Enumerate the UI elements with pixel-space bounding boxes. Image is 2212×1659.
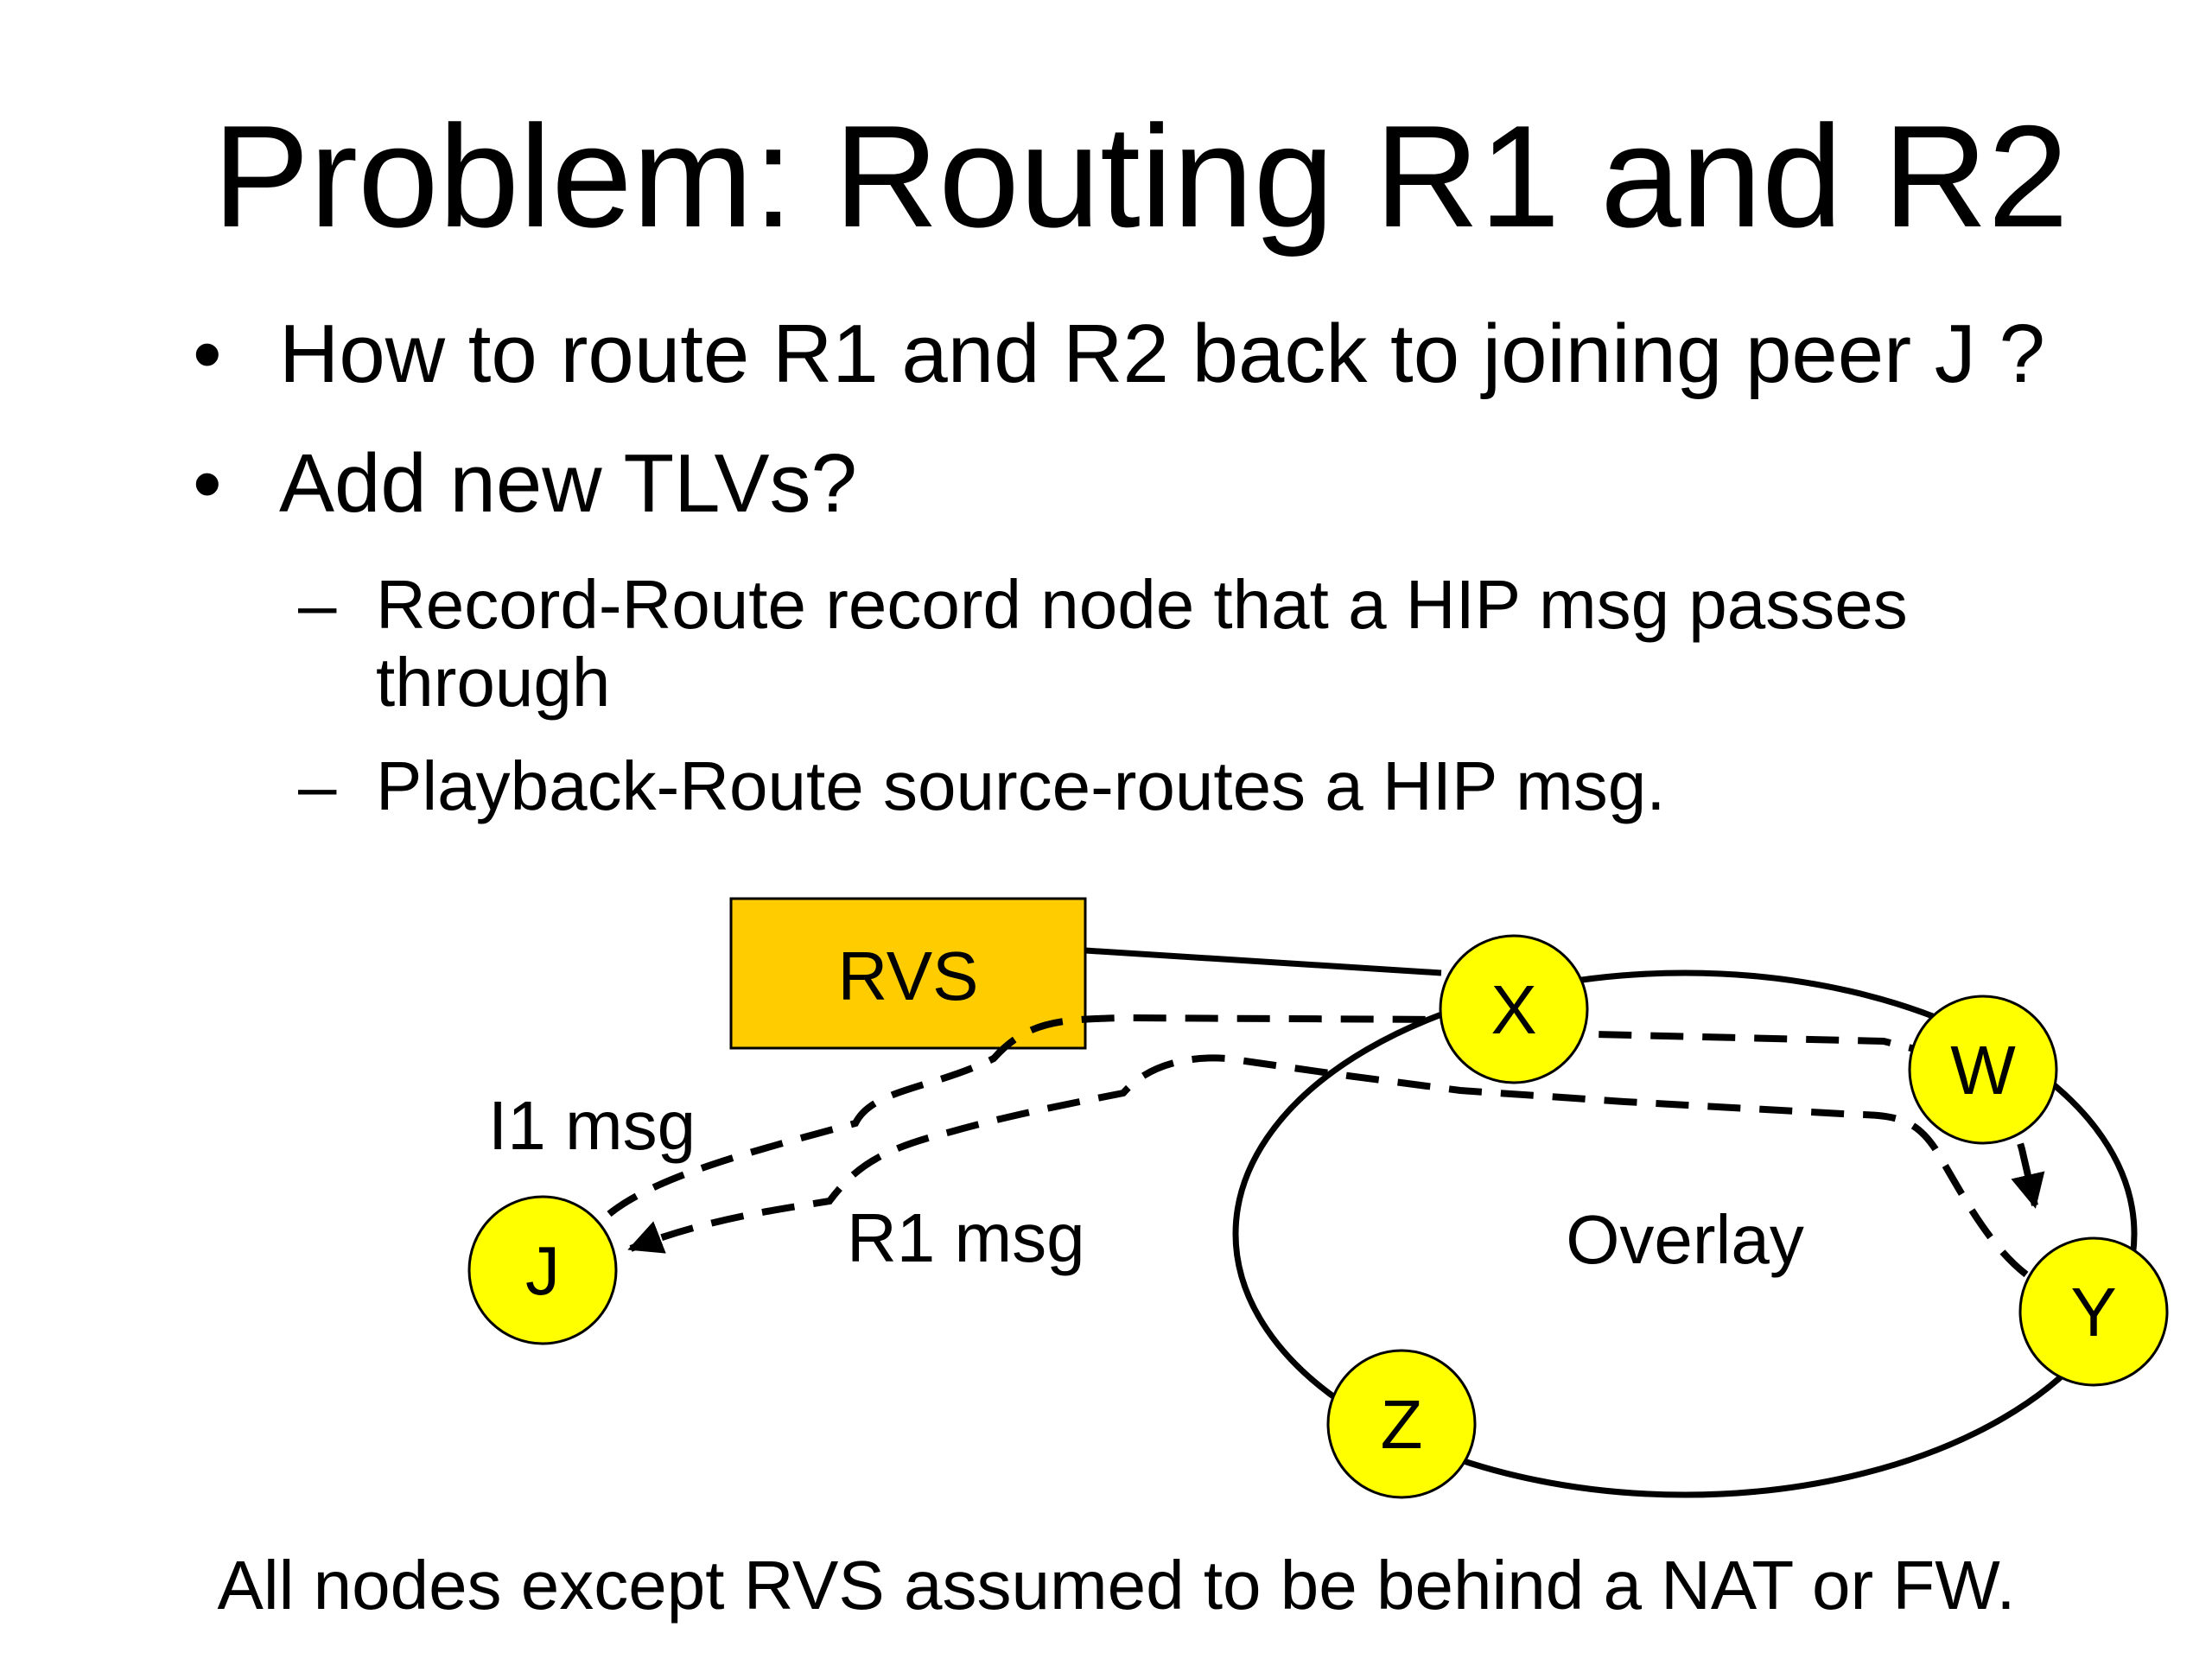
bullet-dot-icon: • <box>193 308 222 400</box>
rvs-box <box>729 897 1087 1050</box>
r1-msg-path <box>627 1054 2029 1278</box>
bullet-item: • Add new TLVs? <box>186 436 2130 531</box>
sub-bullet-item: – Playback-Route source-routes a HIP msg… <box>186 747 2130 825</box>
rvs-label: RVS <box>837 938 978 1014</box>
node-x <box>1439 934 1589 1084</box>
bullet-list: • How to route R1 and R2 back to joining… <box>186 307 2130 851</box>
bullet-item: • How to route R1 and R2 back to joining… <box>186 307 2130 402</box>
sub-bullet-text: Record-Route record node that a HIP msg … <box>376 566 1908 721</box>
node-w <box>1908 995 2058 1145</box>
slide-title: Problem: Routing R1 and R2 <box>213 95 2069 257</box>
i1-msg-label: I1 msg <box>488 1087 696 1164</box>
footnote: All nodes except RVS assumed to be behin… <box>217 1547 2016 1624</box>
node-j <box>467 1195 618 1345</box>
r1-msg-label: R1 msg <box>847 1199 1085 1276</box>
sub-bullet-text: Playback-Route source-routes a HIP msg. <box>376 747 1666 824</box>
overlay-ring <box>1232 969 2138 1498</box>
node-z-label: Z <box>1381 1386 1423 1463</box>
rvs-x-link <box>1084 947 1442 976</box>
sub-bullet-dash-icon: – <box>298 747 337 824</box>
node-x-label: X <box>1491 971 1536 1048</box>
sub-bullet-dash-icon: – <box>298 566 337 643</box>
overlay-label: Overlay <box>1566 1201 1804 1278</box>
bullet-text: Add new TLVs? <box>279 437 857 530</box>
bullet-dot-icon: • <box>193 437 222 530</box>
bullet-text: How to route R1 and R2 back to joining p… <box>279 308 2045 400</box>
node-z <box>1326 1349 1477 1499</box>
sub-bullet-item: – Record-Route record node that a HIP ms… <box>186 566 2130 721</box>
node-j-label: J <box>525 1232 560 1309</box>
node-y <box>2018 1236 2169 1387</box>
node-w-label: W <box>1950 1032 2016 1109</box>
node-y-label: Y <box>2070 1274 2116 1351</box>
